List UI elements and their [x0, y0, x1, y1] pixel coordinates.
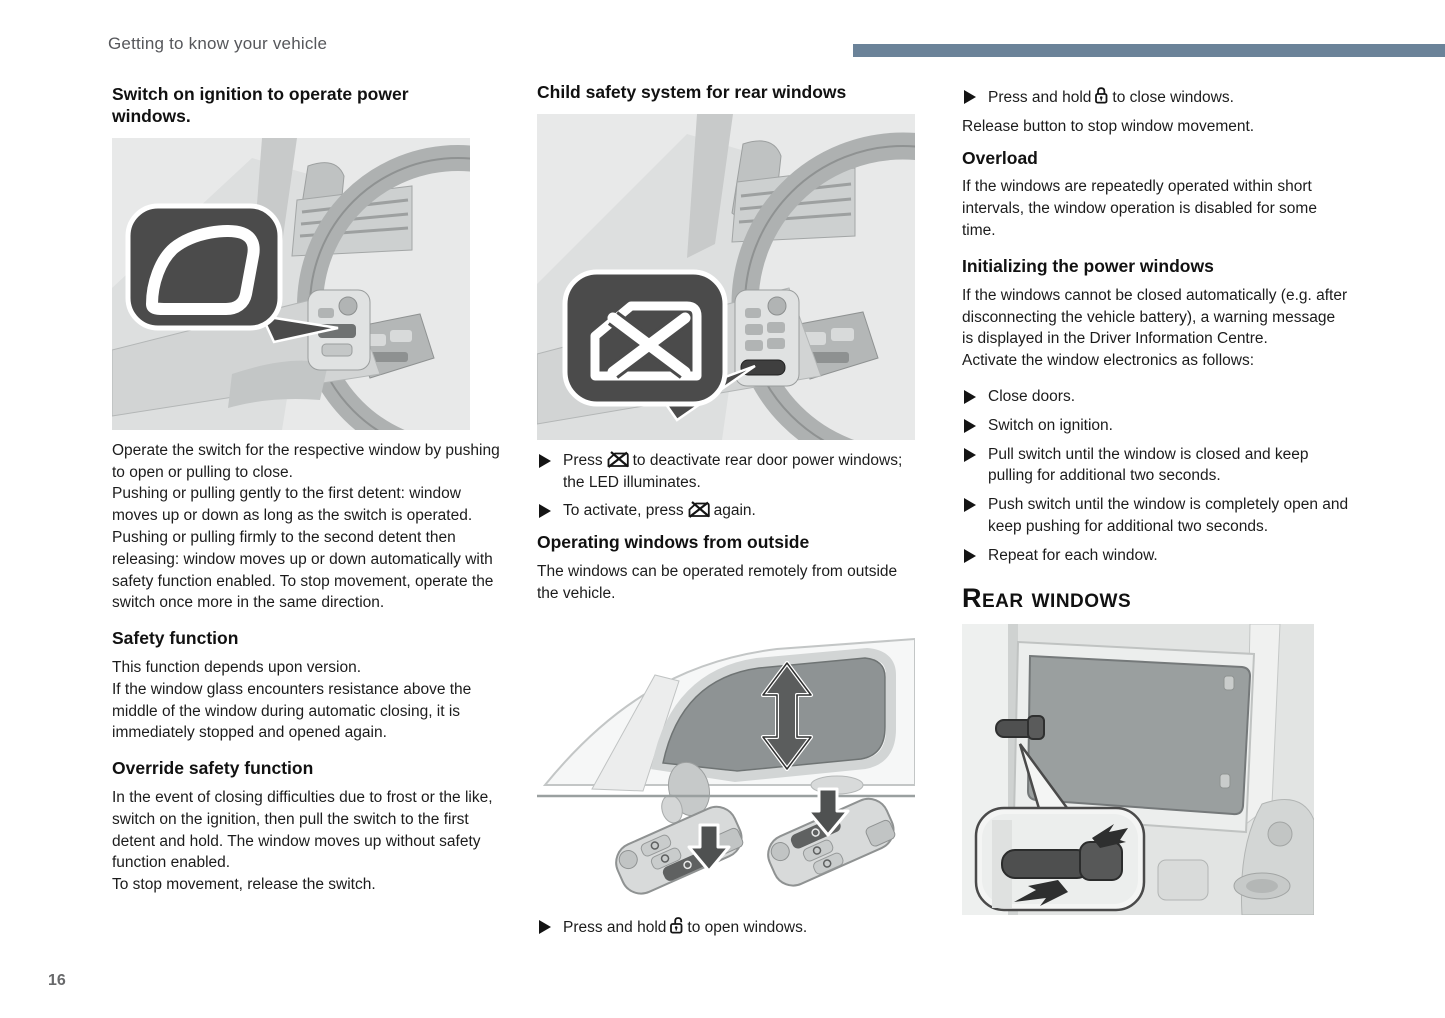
bullet-triangle-icon [964, 548, 976, 563]
window-cross-icon [688, 501, 710, 519]
header-accent-bar [853, 44, 1445, 57]
bullet-triangle-icon [539, 504, 551, 519]
section-title-rear-windows: Rear windows [962, 582, 1132, 613]
section-heading: Safety function [112, 628, 239, 649]
bullet-triangle-icon [964, 418, 976, 433]
column-middle: Child safety system for rear windows [537, 82, 917, 946]
bullet-triangle-icon [964, 389, 976, 404]
section-heading: Initializing the power windows [962, 255, 1214, 276]
list-item: Close doors. [962, 386, 1350, 408]
remote-window-operation-illustration [537, 612, 915, 898]
column-left: Switch on ignition to operate power wind… [112, 84, 504, 900]
bullet-triangle-icon [964, 90, 976, 104]
unlock-icon [670, 916, 683, 934]
lock-icon [1095, 87, 1108, 104]
step-list: Close doors. Switch on ignition. Pull sw… [962, 386, 1350, 567]
bullet-triangle-icon [964, 498, 976, 513]
list-item: Repeat for each window. [962, 545, 1350, 567]
child-safety-button-illustration [537, 113, 915, 440]
window-cross-icon [607, 451, 629, 468]
section-heading: Switch on ignition to operate power wind… [112, 84, 409, 126]
section-heading: Operating windows from outside [537, 532, 810, 553]
bullet-triangle-icon [964, 447, 976, 462]
paragraph: This function depends upon version. If t… [112, 659, 472, 742]
list-item: Switch on ignition. [962, 415, 1350, 437]
page-number: 16 [48, 972, 66, 989]
section-heading: Override safety function [112, 758, 314, 779]
paragraph: Release button to stop window movement. [962, 117, 1255, 135]
driver-door-window-switch-illustration [112, 137, 470, 430]
paragraph: Operate the switch for the respective wi… [112, 441, 500, 612]
bullet-triangle-icon [539, 919, 551, 934]
list-item: Pull switch until the window is closed a… [962, 444, 1350, 488]
list-item: Push switch until the window is complete… [962, 494, 1350, 538]
running-header: Getting to know your vehicle [108, 34, 328, 53]
paragraph: If the windows cannot be closed automati… [962, 286, 1348, 370]
paragraph: The windows can be operated remotely fro… [537, 563, 898, 602]
rear-window-latch-illustration [962, 623, 1314, 915]
bullet-triangle-icon [539, 453, 551, 468]
paragraph: In the event of closing difficulties due… [112, 789, 493, 894]
section-heading: Child safety system for rear windows [537, 82, 847, 102]
section-heading: Overload [962, 147, 1038, 168]
paragraph: If the windows are repeatedly operated w… [962, 178, 1317, 240]
